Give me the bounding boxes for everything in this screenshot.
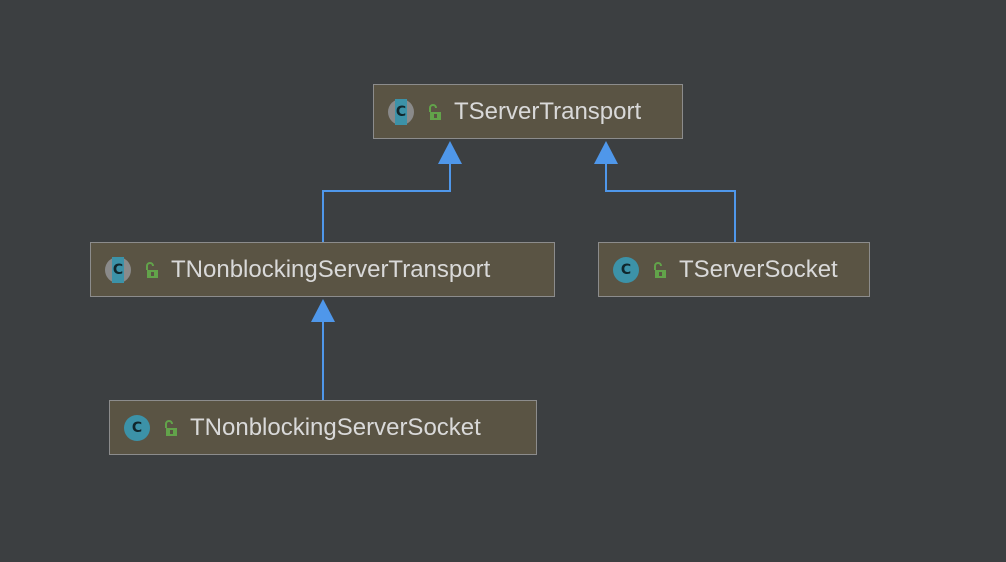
node-tnonblockingservertransport[interactable]: C TNonblockingServerTransport bbox=[90, 242, 555, 297]
abstract-class-icon: C bbox=[388, 98, 414, 125]
node-tservertransport[interactable]: C TServerTransport bbox=[373, 84, 683, 139]
inheritance-arrowhead bbox=[311, 299, 335, 322]
class-icon: C bbox=[613, 256, 639, 283]
node-label: TNonblockingServerTransport bbox=[171, 255, 491, 283]
class-icon: C bbox=[124, 414, 150, 441]
public-visibility-icon bbox=[654, 261, 666, 278]
abstract-class-icon: C bbox=[105, 256, 131, 283]
inheritance-arrowhead bbox=[594, 141, 618, 164]
node-label: TServerSocket bbox=[679, 255, 838, 283]
edge-tserversocket-to-tservertransport bbox=[605, 163, 736, 242]
edge-tnonblockingservertransport-to-tservertransport bbox=[322, 163, 451, 242]
public-visibility-icon bbox=[146, 261, 158, 278]
node-tserversocket[interactable]: C TServerSocket bbox=[598, 242, 870, 297]
public-visibility-icon bbox=[165, 419, 177, 436]
node-tnonblockingserversocket[interactable]: C TNonblockingServerSocket bbox=[109, 400, 537, 455]
node-label: TNonblockingServerSocket bbox=[190, 413, 481, 441]
node-label: TServerTransport bbox=[454, 97, 642, 125]
public-visibility-icon bbox=[429, 103, 441, 120]
inheritance-arrowhead bbox=[438, 141, 462, 164]
